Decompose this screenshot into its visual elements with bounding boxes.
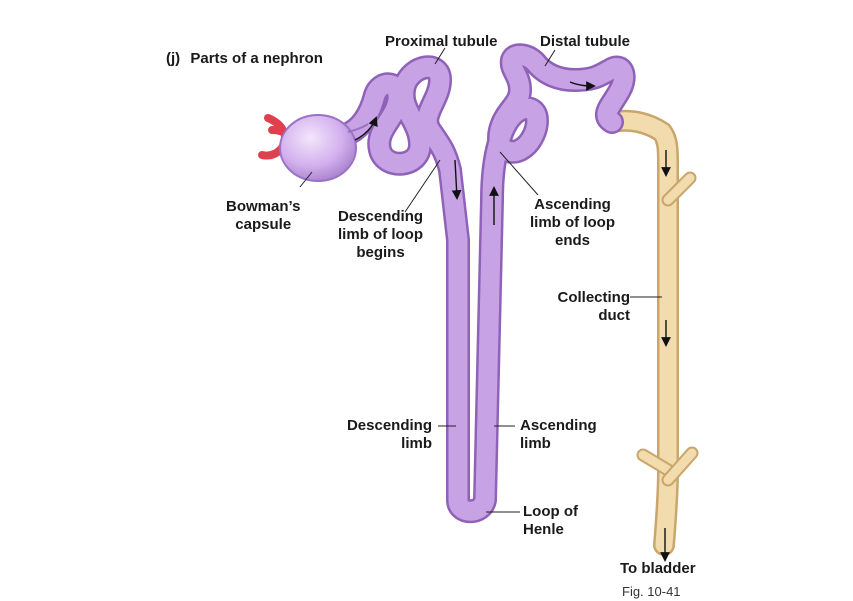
- figure-title-text: Parts of a nephron: [190, 50, 323, 67]
- label-line: begins: [356, 244, 405, 261]
- label-line: duct: [598, 307, 630, 324]
- flow-arrows: [354, 81, 671, 562]
- label-descending-limb: Descending limb: [328, 417, 432, 453]
- figure-title: (j) Parts of a nephron: [166, 50, 323, 68]
- label-line: limb of loop: [530, 214, 615, 231]
- label-ascending-limb: Ascending limb: [520, 417, 597, 453]
- figure-part-letter: (j): [166, 50, 181, 67]
- label-line: ends: [554, 232, 590, 249]
- label-line: Descending: [338, 208, 424, 225]
- label-line: Descending: [346, 417, 432, 434]
- label-line: Ascending: [520, 417, 597, 434]
- leader-lines: [299, 47, 662, 513]
- label-line: Collecting: [557, 289, 630, 306]
- bowmans-capsule-shape: [258, 114, 369, 182]
- label-line: limb: [401, 435, 432, 452]
- label-line: Bowman’s: [226, 198, 301, 215]
- label-loop-of-henle: Loop of Henle: [523, 503, 578, 539]
- label-bowmans-capsule: Bowman’s capsule: [226, 198, 300, 234]
- label-line: limb of loop: [338, 226, 423, 243]
- label-line: capsule: [235, 216, 292, 233]
- label-line: Ascending: [534, 196, 611, 213]
- label-descending-limb-begins: Descending limb of loop begins: [338, 208, 423, 262]
- nephron-tubule-shape: [333, 43, 636, 524]
- label-line: Loop of: [523, 503, 578, 520]
- figure-number-fragment: Fig. 10-41: [622, 584, 681, 599]
- label-to-bladder: To bladder: [620, 560, 696, 577]
- label-ascending-limb-ends: Ascending limb of loop ends: [530, 196, 615, 250]
- label-collecting-duct: Collecting duct: [540, 289, 630, 325]
- label-line: limb: [520, 435, 551, 452]
- label-distal-tubule: Distal tubule: [540, 33, 631, 50]
- label-line: Henle: [523, 521, 564, 538]
- collecting-duct-shape: [601, 109, 699, 556]
- label-proximal-tubule: Proximal tubule: [385, 33, 498, 50]
